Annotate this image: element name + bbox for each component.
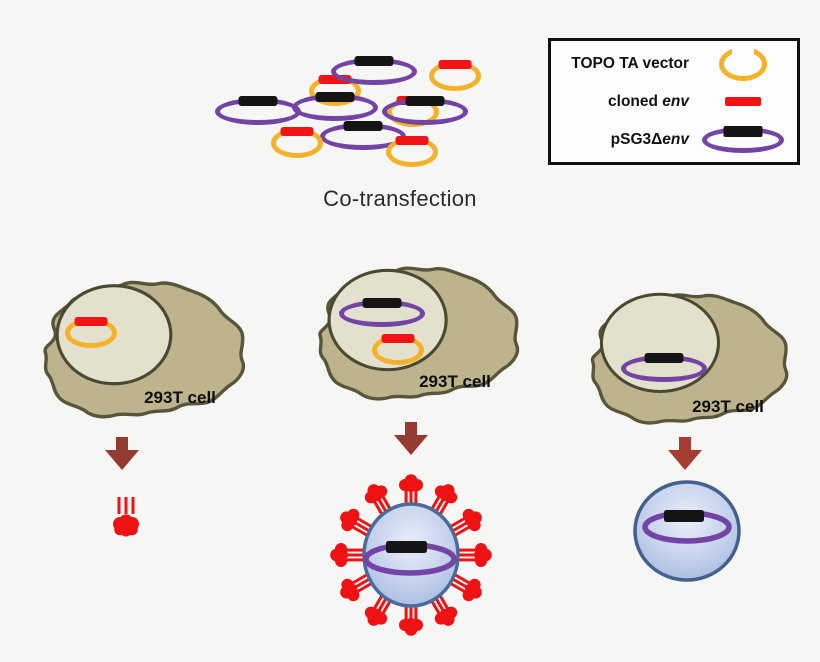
legend-label-psg3-delta-env: pSG3Δenv [610,130,689,148]
legend-row-psg3: pSG3Δenv [551,124,789,156]
backbone-insert [405,96,445,106]
backbone-insert [354,56,394,66]
psg3-delta-env-icon [697,125,789,153]
cell-left-topo-only: 293T cell [15,270,260,422]
virion-membrane [362,502,460,608]
legend-row-topo: TOPO TA vector [551,45,789,81]
vector-opening-notch [732,45,754,55]
legend-box: TOPO TA vector cloned env pSG3Δenv [548,38,800,165]
psg3-plasmid-icon [215,96,301,125]
down-arrow-middle [394,422,428,455]
topo-env-plasmid-icon [65,317,117,348]
bald-particle-icon [633,480,741,582]
cell-label: 293T cell [144,388,216,407]
cell-label: 293T cell [419,372,491,391]
topo-ta-vector-icon [697,45,789,81]
backbone-insert [343,121,383,131]
topo-env-plasmid-icon [429,60,481,91]
genome-insert-bar [664,510,704,522]
genome-insert-bar [386,541,427,553]
down-arrow-right [668,437,702,470]
cloned-env-insert [318,75,352,84]
co-transfection-label: Co-transfection [323,186,477,211]
topo-env-plasmid-icon [386,136,438,167]
cloned-env-insert [395,136,429,145]
backbone-insert [238,96,278,106]
cell-label: 293T cell [692,397,764,416]
psg3-plasmid-icon [331,56,417,85]
legend-label-cloned-env: cloned env [608,92,689,110]
legend-row-cloned-env: cloned env [551,86,789,118]
legend-label-topo-ta-vector: TOPO TA vector [571,54,689,72]
psg3-plasmid-icon [292,92,378,121]
plasmid-mixture [0,0,820,230]
psg3-plasmid-icon [339,298,425,327]
topo-env-plasmid-icon [372,334,424,365]
psg3-plasmid-icon [382,96,468,125]
cloned-env-insert [74,317,108,326]
cell-right-psg3-only: 293T cell [563,283,803,428]
cell-middle-cotransfected: 293T cell [290,256,534,404]
env-pseudotyped-virus-icon [330,474,492,636]
cloned-env-icon [697,97,789,106]
env-protein-trimer-icon [113,497,139,537]
backbone-insert [362,298,402,308]
backbone-insert [644,353,684,363]
backbone-insert [315,92,355,102]
topo-env-plasmid-icon [271,127,323,158]
psg3-plasmid-icon [621,353,707,382]
cloned-env-insert [438,60,472,69]
cloned-env-insert [280,127,314,136]
cloned-env-insert [381,334,415,343]
down-arrow-left [105,437,139,470]
virion-membrane [633,480,741,582]
